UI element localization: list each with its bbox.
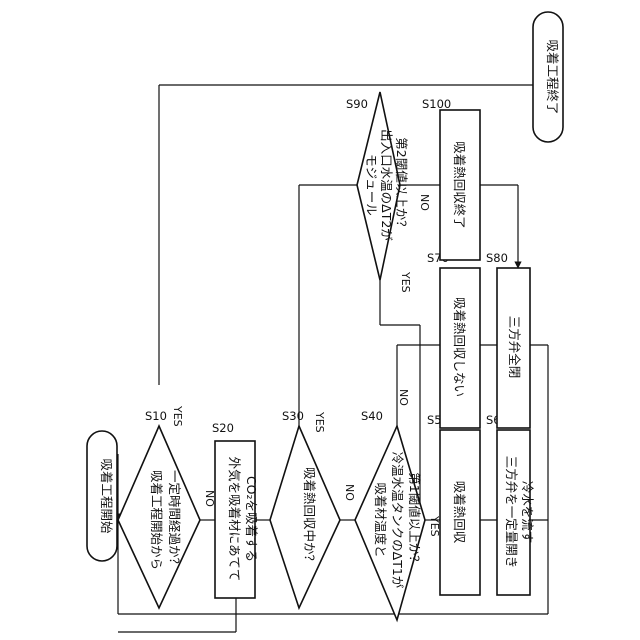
s50-text-1: 吸着熱回収 — [452, 481, 467, 544]
s90-text-1: モジュール — [364, 154, 379, 216]
process-s50: 吸着熱回収 S50 — [427, 413, 480, 595]
s30-step-id: S30 — [282, 409, 304, 423]
s40-text-3: 第1閾値以上か？ — [407, 472, 422, 567]
s10-yes-label: YES — [171, 405, 184, 427]
s60-text-2: 冷水を流す — [520, 481, 535, 544]
s80-text-1: 三方弁全閉 — [507, 316, 522, 379]
s10-no-label: NO — [203, 490, 216, 507]
s90-no-label: NO — [418, 194, 431, 211]
s10-text-2: 一定時間経過か？ — [167, 470, 182, 570]
s40-yes-label: YES — [428, 515, 441, 537]
s90-text-2: 出入口水温のΔT2が — [379, 129, 394, 241]
s10-text-1: 吸着工程開始から — [149, 470, 164, 570]
s40-step-id: S40 — [361, 409, 383, 423]
s100-text-1: 吸着熱回収終了 — [452, 141, 467, 229]
s70-text-1: 吸着熱回収しない — [452, 297, 467, 397]
s100-step-id: S100 — [422, 97, 451, 111]
s40-no-label: NO — [397, 389, 410, 406]
decision-s10: 吸着工程開始から 一定時間経過か？ S10 YES NO — [118, 405, 216, 608]
process-s100: 吸着熱回収終了 S100 — [422, 97, 480, 260]
s20-text-1: 外気を吸着材にあてて — [227, 457, 242, 582]
process-s70: 吸着熱回収しない S70 — [427, 251, 480, 428]
start-label: 吸着工程開始 — [99, 458, 114, 534]
end-terminal: 吸着工程終了 — [533, 12, 563, 142]
process-s20: 外気を吸着材にあてて CO₂を吸着する S20 — [212, 421, 259, 598]
s40-text-2: 冷温水温タンクのΔT1が — [390, 452, 405, 589]
end-label: 吸着工程終了 — [545, 39, 560, 114]
s30-text-1: 吸着熱回収中か？ — [302, 467, 317, 567]
s80-step-id: S80 — [486, 251, 508, 265]
decision-s30: 吸着熱回収中か？ S30 YES NO — [270, 409, 356, 608]
s30-yes-label: YES — [313, 411, 326, 433]
process-s80: 三方弁全閉 S80 — [486, 251, 530, 428]
s60-text-1: 三方弁を一定量開き — [504, 456, 519, 569]
decision-s90: モジュール 出入口水温のΔT2が 第2閾値以上か？ S90 NO YES — [346, 92, 431, 293]
start-terminal: 吸着工程開始 — [87, 431, 117, 561]
s20-step-id: S20 — [212, 421, 234, 435]
s90-step-id: S90 — [346, 97, 368, 111]
s30-no-label: NO — [343, 484, 356, 501]
s90-yes-label: YES — [399, 271, 412, 293]
s10-step-id: S10 — [145, 409, 167, 423]
process-s60: 三方弁を一定量開き 冷水を流す S60 — [486, 413, 535, 595]
s90-text-3: 第2閾値以上か？ — [394, 137, 409, 232]
s20-text-2: CO₂を吸着する — [244, 476, 259, 562]
s40-text-1: 吸着材温度と — [373, 482, 388, 557]
